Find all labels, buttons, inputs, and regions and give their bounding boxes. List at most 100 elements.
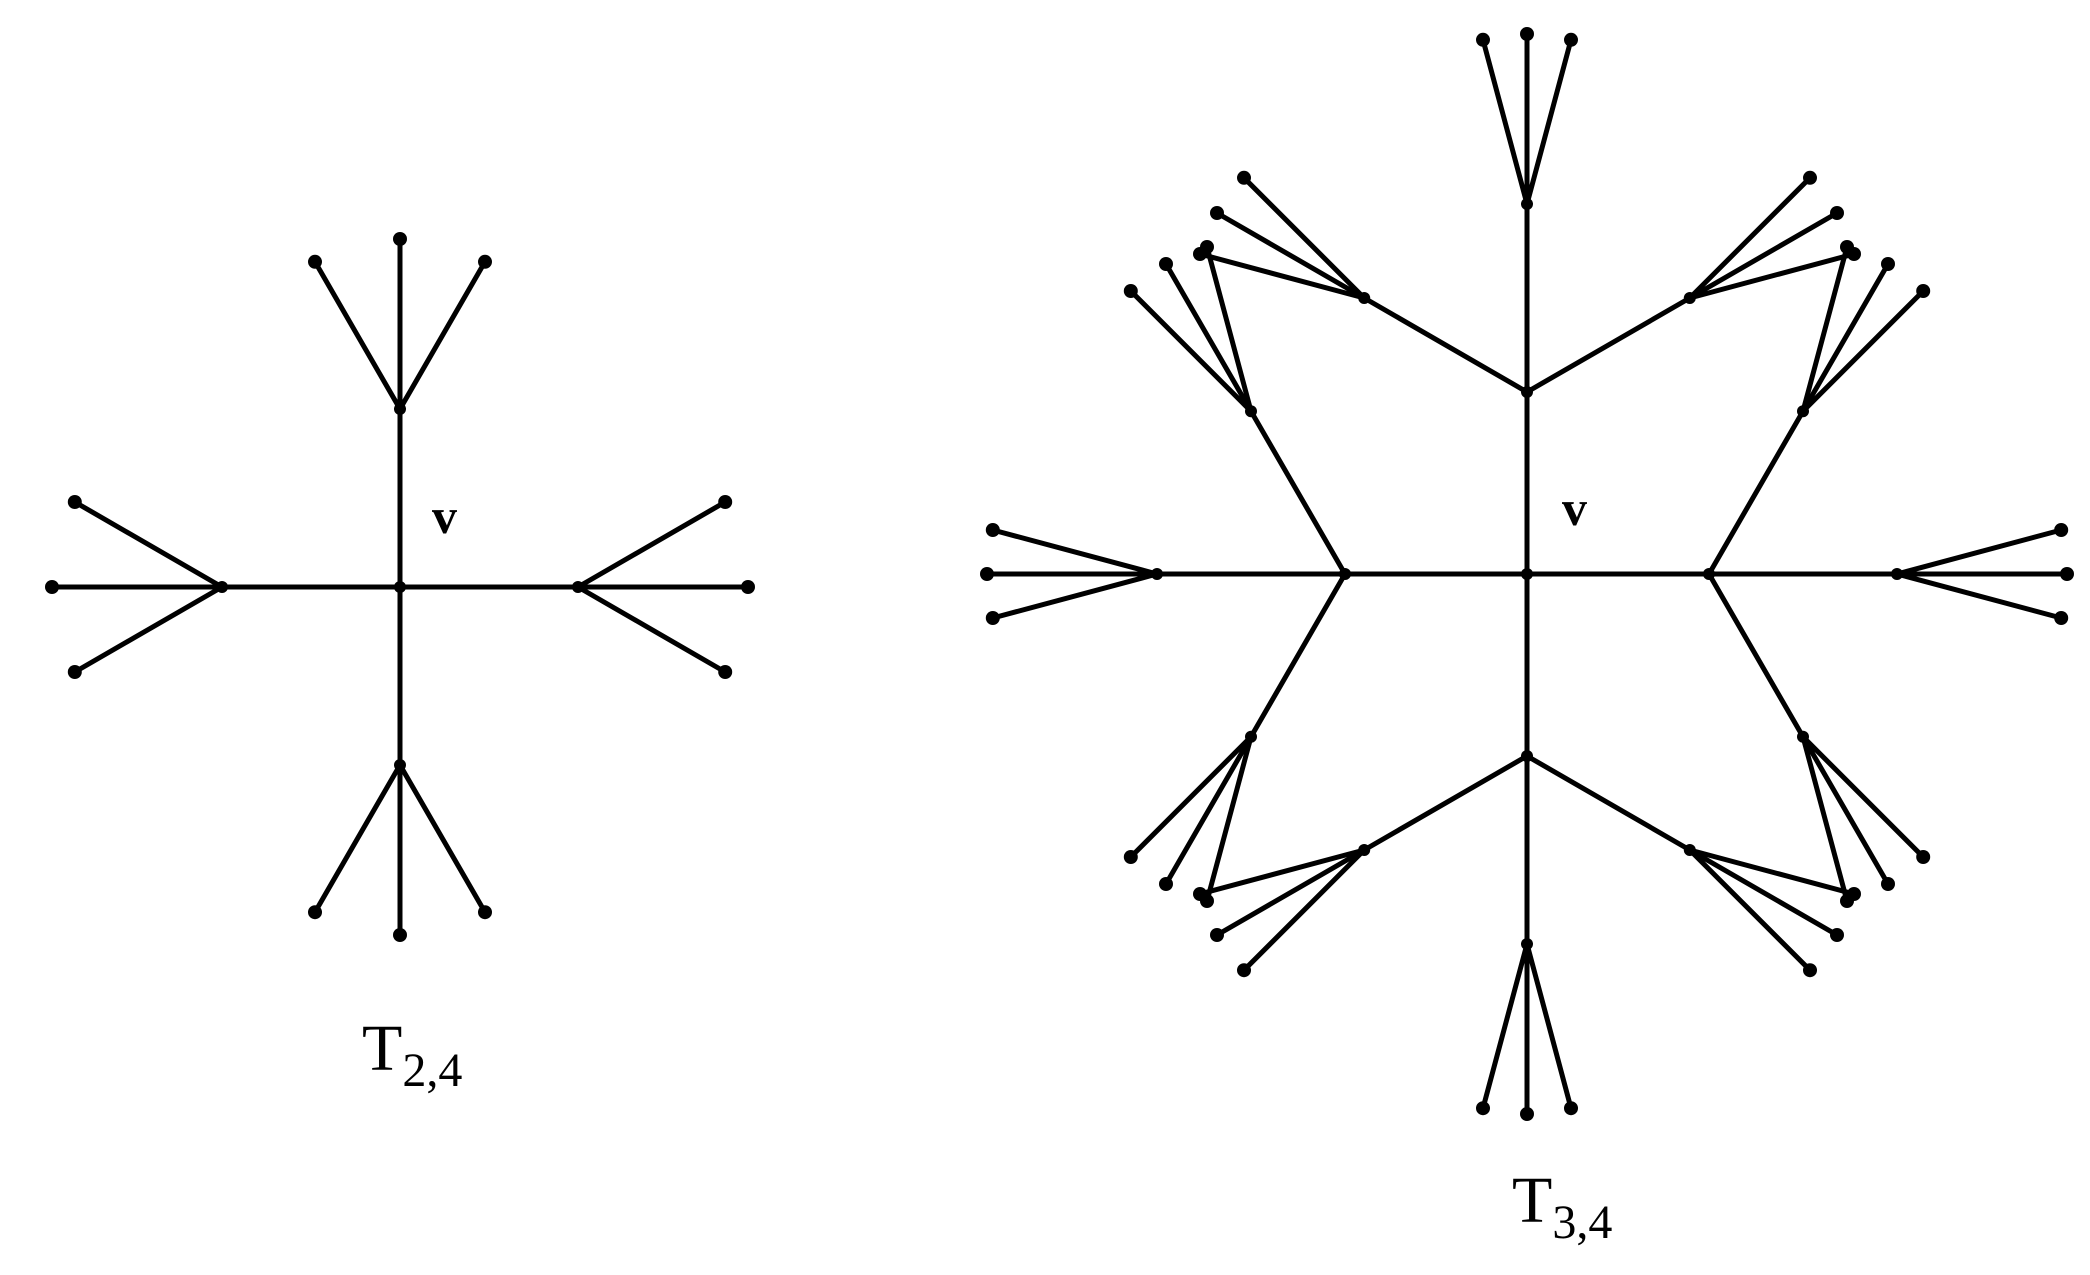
tree-t34-leaf-15 <box>1847 887 1861 901</box>
tree-t34-edge-34 <box>990 527 1160 577</box>
tree-t34-vertex-0 <box>1703 568 1715 580</box>
tree-t34-vertex-1 <box>1797 405 1809 418</box>
tree-t34-vertex-9 <box>1797 730 1809 743</box>
tree-t34-edge-35 <box>1248 408 1348 577</box>
tree-t34-leaf-8 <box>2054 611 2069 625</box>
tree-t24-leaf-9 <box>67 665 82 679</box>
tree-t24-edge-5 <box>397 762 488 915</box>
tree-t34-edge-41 <box>1197 251 1367 301</box>
tree-t34-caption: T3,4 <box>1512 1164 1612 1249</box>
tree-t34-leaf-30 <box>1123 850 1138 864</box>
tree-t24-leaf-3 <box>718 665 733 679</box>
tree-t24-edges <box>49 236 751 938</box>
tree-t34-vertex-31 <box>1151 568 1163 580</box>
tree-t24-vertex-8 <box>216 581 228 593</box>
tree-t24-leaf-15 <box>478 254 492 269</box>
tree-t34-vertex-35 <box>1245 405 1257 418</box>
tree-t24-root-16 <box>394 581 406 593</box>
tree-t34-edge-25 <box>1197 847 1367 897</box>
tree-t24-leaf-1 <box>718 495 733 509</box>
tree-t34-edge-32 <box>990 571 1160 621</box>
tree-t34-edge-22 <box>1361 753 1530 853</box>
tree-t34-leaf-20 <box>1520 1107 1534 1121</box>
tree-t24-edge-9 <box>72 584 225 675</box>
tree-t34-edge-28 <box>1204 734 1254 904</box>
tree-t24-leaf-2 <box>741 580 755 594</box>
tree-t34-leaf-6 <box>2054 523 2069 537</box>
tree-t34-leaf-4 <box>1916 284 1931 298</box>
tree-t24-edge-3 <box>575 584 728 675</box>
tree-t34-edge-49 <box>1687 175 1813 301</box>
tree-t34-edge-29 <box>1163 734 1254 887</box>
tree-t34-leaf-21 <box>1476 1101 1490 1116</box>
tree-t34-edge-9 <box>1706 571 1806 740</box>
tree-t34-edge-8 <box>1894 571 2064 621</box>
tree-t34-vertex-39 <box>1521 386 1533 398</box>
tree-t34-leaf-43 <box>1237 170 1251 185</box>
tree-t34-vertex-40 <box>1358 292 1371 304</box>
tree-t34-leaf-11 <box>1881 877 1895 891</box>
tree-t34-edge-37 <box>1163 261 1254 414</box>
tree-t34-edge-51 <box>1687 251 1857 301</box>
tree-t24-leaf-10 <box>45 580 59 594</box>
tree-t34-leaf-10 <box>1916 850 1931 864</box>
tree-t34-vertex-26 <box>1339 568 1351 580</box>
tree-t34-edge-15 <box>1687 847 1857 897</box>
tree-t34-leaf-24 <box>1210 928 1224 942</box>
tree-t34-edge-36 <box>1128 288 1254 414</box>
tree-t34-vertex-5 <box>1891 568 1903 580</box>
tree-t34-edge-14 <box>1524 753 1693 853</box>
tree-t24-leaf-5 <box>478 905 492 920</box>
tree-t24-center-label: v <box>432 488 457 544</box>
tree-t34-leaf-3 <box>1881 257 1895 271</box>
tree-t34-leaf-41 <box>1193 247 1207 261</box>
tree-t34-edge-42 <box>1214 210 1367 301</box>
tree-t34-edge-1 <box>1706 408 1806 577</box>
tree-t34-leaf-32 <box>985 611 1000 625</box>
tree-t24-leaf-7 <box>308 905 322 920</box>
tree-t34-edge-17 <box>1687 847 1813 973</box>
tree-t34-leaf-17 <box>1803 963 1817 978</box>
tree-t34-vertex-44 <box>1521 198 1533 210</box>
tree-t34-nodes <box>980 27 2074 1121</box>
tree-t24-vertex-4 <box>394 759 406 771</box>
tree-t34-leaf-50 <box>1830 206 1844 220</box>
tree-t24-leaf-11 <box>67 495 82 509</box>
tree-t34-leaf-29 <box>1159 877 1173 891</box>
tree-t34-edge-6 <box>1894 527 2064 577</box>
tree-t24-edge-13 <box>312 259 403 412</box>
tree-t24-caption-main: T <box>362 1012 402 1085</box>
tree-t34-leaf-45 <box>1476 32 1490 47</box>
tree-t34-edge-12 <box>1800 734 1850 904</box>
tree-t24-leaf-13 <box>308 254 322 269</box>
tree-t34-edge-47 <box>1524 37 1574 207</box>
tree-t34-edge-21 <box>1480 941 1530 1111</box>
tree-t34-caption-subscript: 3,4 <box>1552 1196 1612 1249</box>
tree-t34-leaf-34 <box>985 523 1000 537</box>
tree-t34-edge-2 <box>1800 244 1850 414</box>
tree-t34-center-label: v <box>1562 480 1587 536</box>
tree-t24-vertex-0 <box>572 581 584 593</box>
tree-t34-edge-23 <box>1241 847 1367 973</box>
tree-t34-edge-50 <box>1687 210 1840 301</box>
tree-t34-leaf-51 <box>1847 247 1861 261</box>
tree-t34-leaf-23 <box>1237 963 1251 978</box>
tree-t34-leaf-46 <box>1520 27 1534 41</box>
tree-t34-edge-16 <box>1687 847 1840 938</box>
tree-t34-edge-45 <box>1480 37 1530 207</box>
tree-t34-leaf-36 <box>1123 284 1138 298</box>
tree-t34-leaf-33 <box>980 567 994 581</box>
tree-t24: v T2,4 <box>45 232 755 1097</box>
tree-t34-edge-48 <box>1524 295 1693 395</box>
tree-t34-edge-24 <box>1214 847 1367 938</box>
tree-t24-leaf-14 <box>393 232 407 246</box>
tree-t34-edges <box>984 31 2070 1117</box>
tree-t34-edge-38 <box>1204 244 1254 414</box>
tree-t24-caption-subscript: 2,4 <box>402 1044 462 1097</box>
tree-t34-vertex-18 <box>1521 938 1533 950</box>
tree-t34-edge-27 <box>1248 571 1348 740</box>
tree-t34-leaf-47 <box>1564 32 1578 47</box>
tree-t34-edge-11 <box>1800 734 1891 887</box>
tree-t24-edge-15 <box>397 259 488 412</box>
